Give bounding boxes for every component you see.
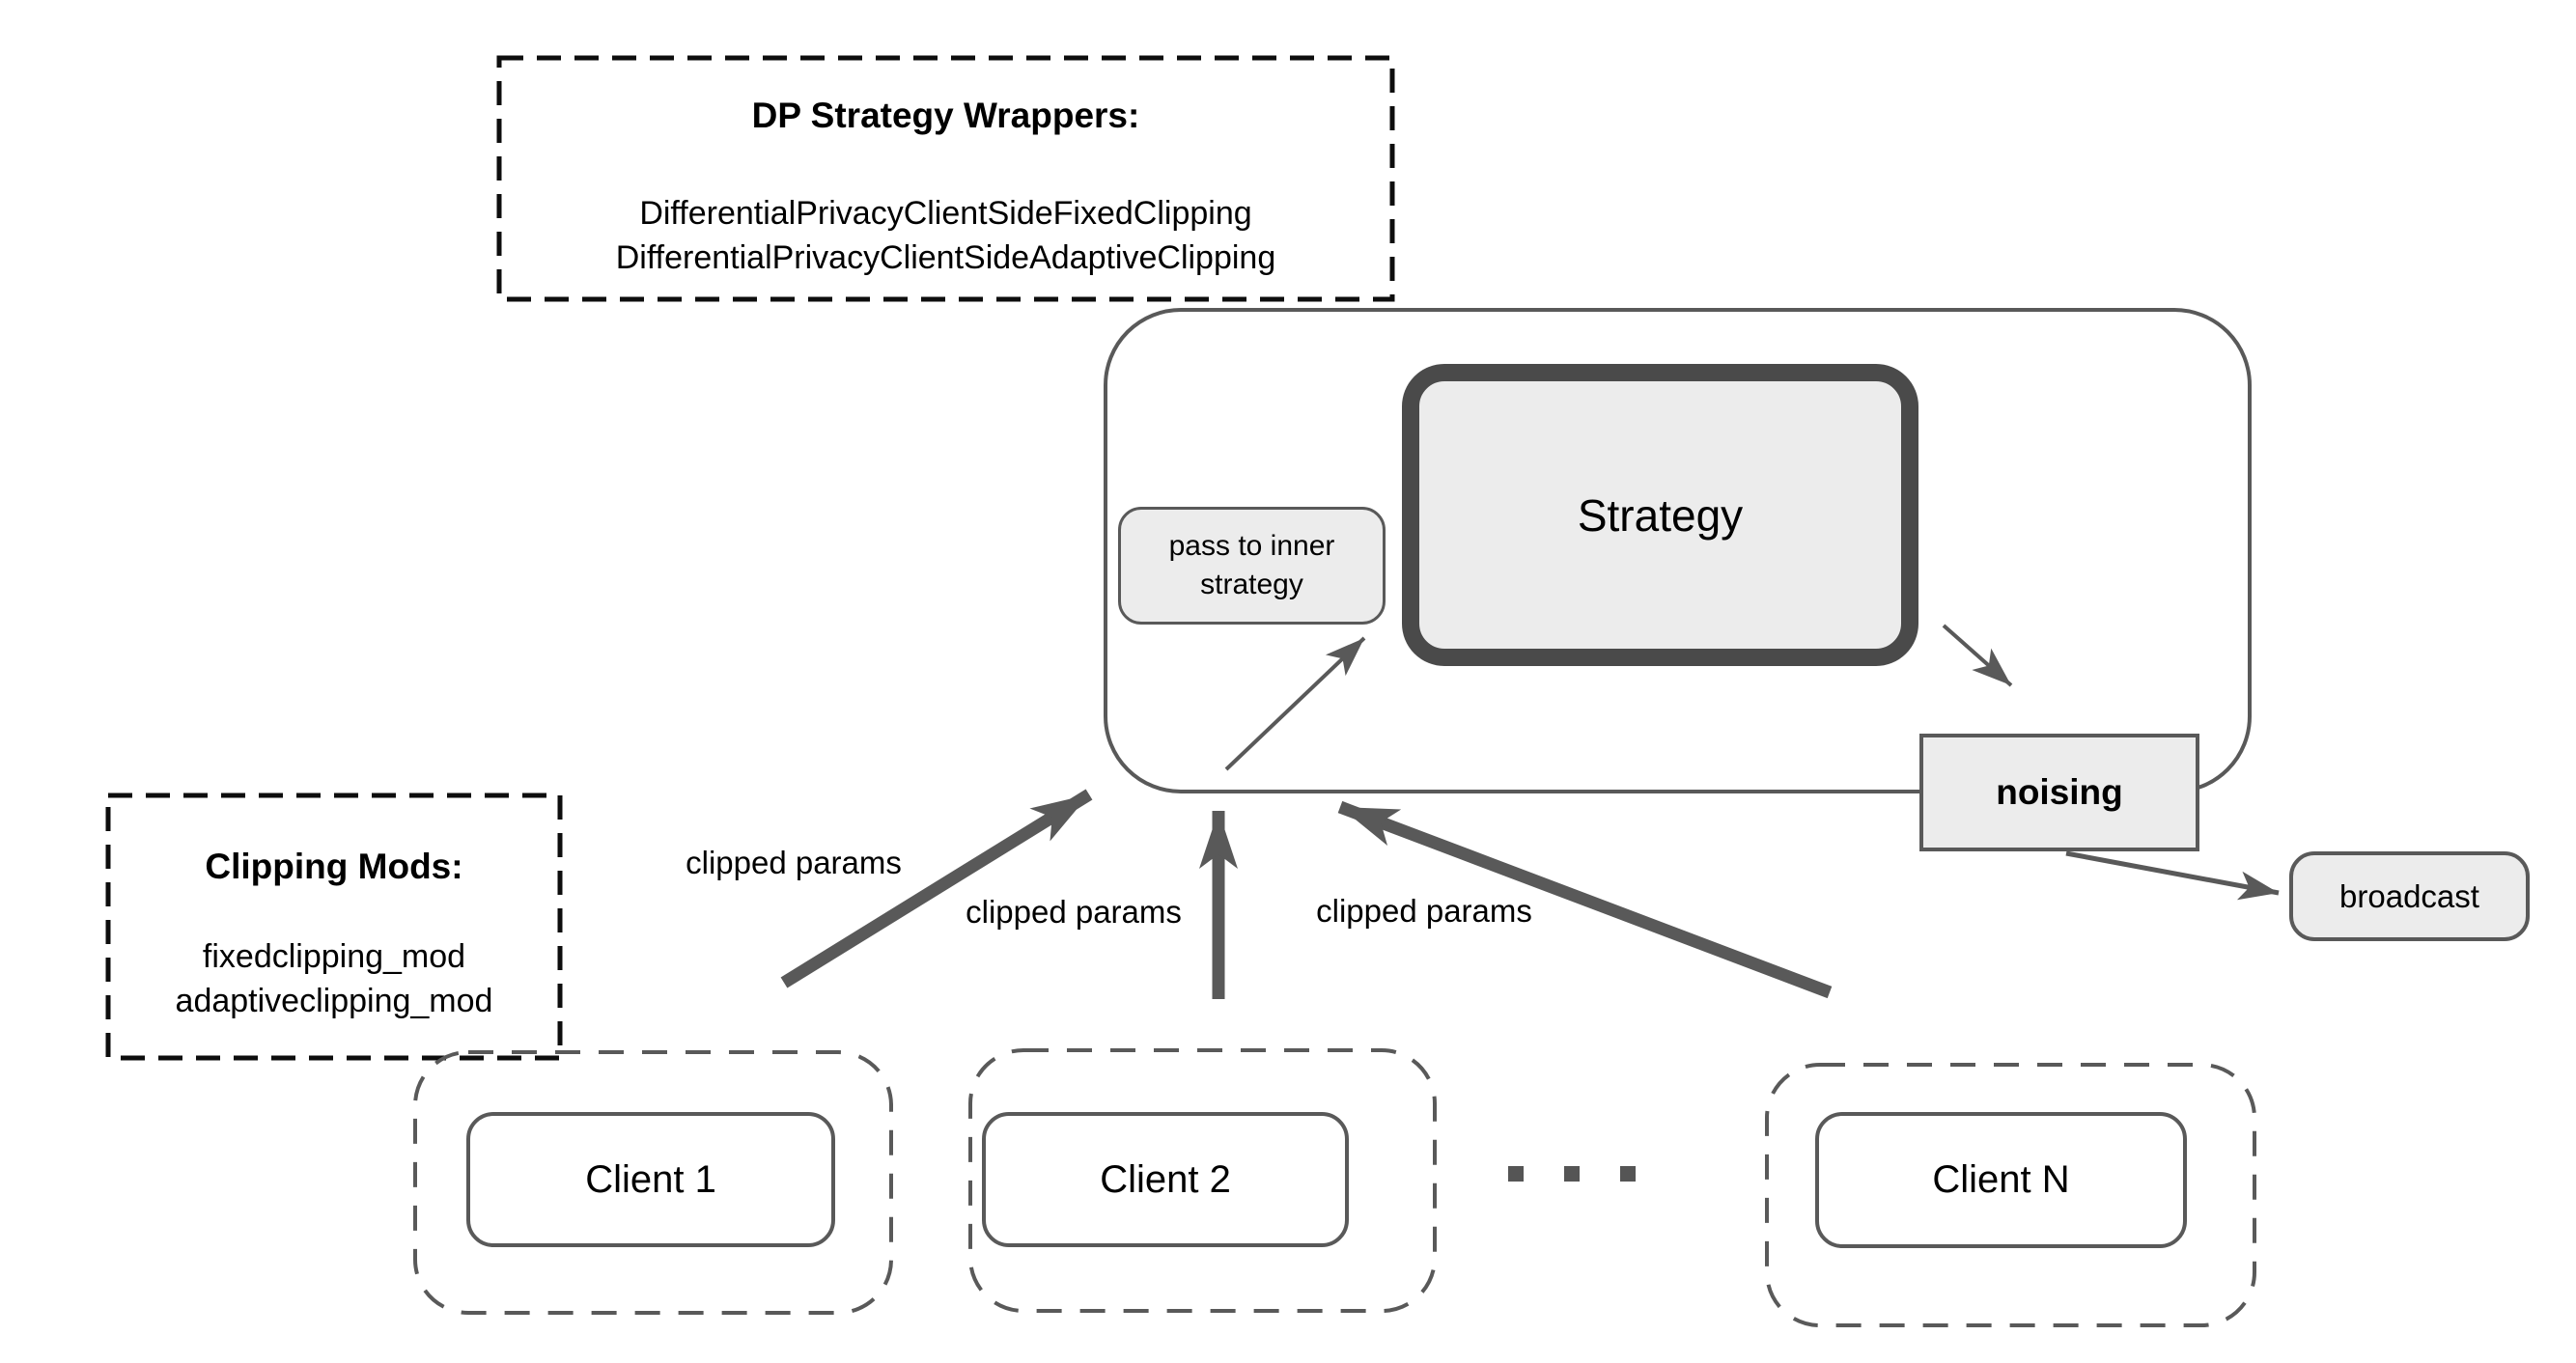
strategy-box: Strategy bbox=[1402, 364, 1918, 666]
client-1-dashed-box bbox=[413, 1050, 893, 1315]
arrow-client1-clipped-params bbox=[780, 789, 1093, 988]
broadcast-box: broadcast bbox=[2289, 851, 2530, 941]
dp-strategy-wrappers-dashed-box bbox=[496, 55, 1395, 302]
client-n-dashed-box bbox=[1765, 1063, 2256, 1327]
arrow-noising-to-broadcast bbox=[2065, 850, 2280, 901]
dp-strategy-wrappers-panel: DP Strategy Wrappers: DifferentialPrivac… bbox=[499, 58, 1392, 280]
ellipsis-dot bbox=[1564, 1166, 1580, 1182]
clipping-mod-item-adaptive: adaptiveclipping_mod bbox=[175, 983, 493, 1019]
client-2-dashed-box bbox=[968, 1048, 1437, 1313]
arrow-clientn-clipped-params bbox=[1337, 800, 1833, 999]
clipping-mods-dashed-box bbox=[105, 793, 563, 1061]
dp-wrapper-item-adaptive: DifferentialPrivacyClientSideAdaptiveCli… bbox=[615, 239, 1276, 276]
ellipsis-dot bbox=[1508, 1166, 1524, 1182]
pass-to-inner-strategy-box: pass to inner strategy bbox=[1118, 507, 1386, 625]
noising-box: noising bbox=[1919, 734, 2199, 851]
arrow-pass-to-inner-strategy bbox=[1224, 636, 1366, 771]
clipped-params-label-1: clipped params bbox=[686, 845, 902, 880]
dp-strategy-wrappers-items: DifferentialPrivacyClientSideFixedClippi… bbox=[499, 191, 1392, 280]
clipping-mods-title: Clipping Mods: bbox=[205, 847, 463, 886]
client-1-box: Client 1 bbox=[466, 1112, 835, 1247]
server-strategy-container-box bbox=[1104, 308, 2252, 793]
dp-wrapper-item-fixed: DifferentialPrivacyClientSideFixedClippi… bbox=[639, 195, 1252, 232]
clipping-mods-panel: Clipping Mods: fixedclipping_mod adaptiv… bbox=[108, 795, 560, 1023]
clipped-params-label-2: clipped params bbox=[966, 894, 1182, 930]
arrow-strategy-to-noising bbox=[1942, 624, 2013, 687]
client-n-box: Client N bbox=[1815, 1112, 2187, 1248]
dp-strategy-wrappers-title: DP Strategy Wrappers: bbox=[751, 96, 1140, 135]
clipping-mods-items: fixedclipping_mod adaptiveclipping_mod bbox=[108, 934, 560, 1023]
client-2-box: Client 2 bbox=[982, 1112, 1349, 1247]
clipping-mod-item-fixed: fixedclipping_mod bbox=[202, 938, 466, 975]
clipped-params-label-3: clipped params bbox=[1316, 893, 1532, 929]
ellipsis-dot bbox=[1620, 1166, 1636, 1182]
